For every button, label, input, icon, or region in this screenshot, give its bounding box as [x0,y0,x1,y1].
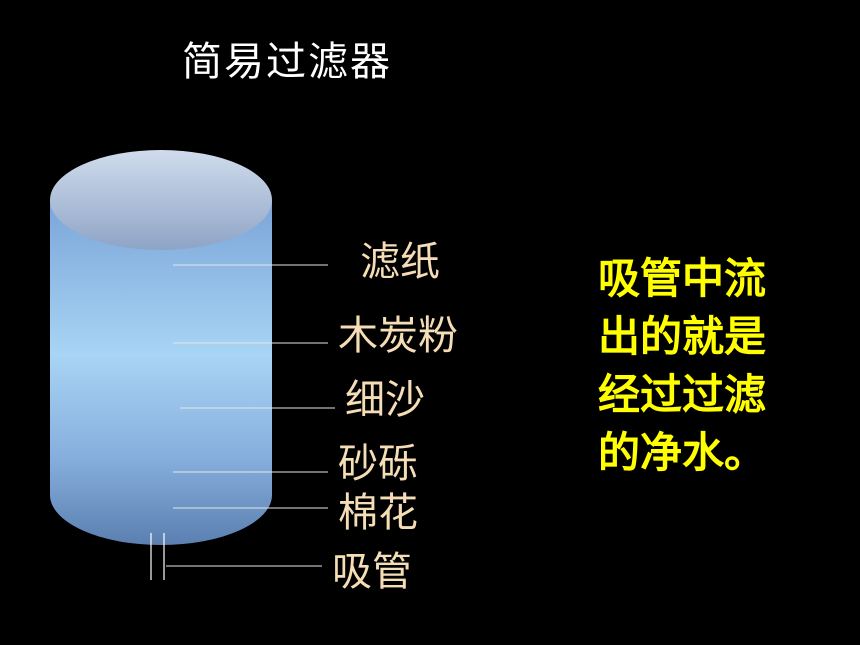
label-charcoal-powder: 木炭粉 [338,313,458,359]
label-straw: 吸管 [332,549,412,595]
cylinder-body [50,200,272,545]
cylinder-top [50,150,272,250]
page-title: 简易过滤器 [182,39,392,85]
label-gravel: 砂砾 [338,441,418,487]
label-fine-sand: 细沙 [345,377,425,423]
label-filter-paper: 滤纸 [360,239,440,285]
label-cotton: 棉花 [338,490,418,536]
explanation-note: 吸管中流出的就是经过过滤的净水。 [598,254,767,477]
